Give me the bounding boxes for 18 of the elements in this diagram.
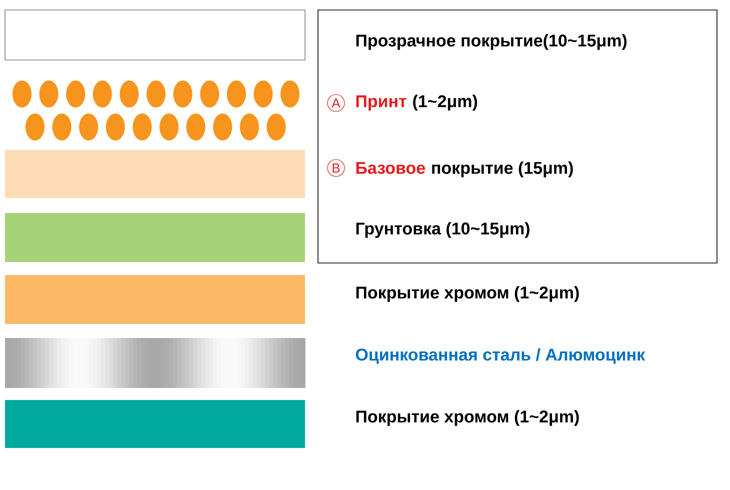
coating-layer	[5, 338, 306, 388]
circled-letter: B	[327, 159, 345, 177]
layer-label: Покрытие хромом (1~2μm)	[356, 410, 579, 426]
print-dots-layer	[12, 80, 300, 140]
layer-label: (1~2μm)	[413, 94, 478, 111]
circled-letter: A	[327, 94, 345, 112]
layer-label: Грунтовка (10~15μm)	[356, 222, 530, 238]
coating-layer	[5, 213, 305, 262]
layer-label: Принт	[356, 95, 406, 111]
clear-coat-layer	[4, 10, 306, 60]
layer-label: Базовое	[356, 162, 425, 174]
layer-label: Прозрачное покрытие(10~15μm)	[356, 34, 627, 50]
layer-label: Покрытие хромом (1~2μm)	[356, 286, 579, 302]
coating-layer	[5, 275, 305, 324]
coating-layer	[5, 150, 305, 198]
coating-layer	[5, 400, 305, 448]
layer-label: Оцинкованная сталь / Алюмоцинк	[356, 348, 646, 364]
layer-label: покрытие (15μm)	[432, 161, 573, 178]
